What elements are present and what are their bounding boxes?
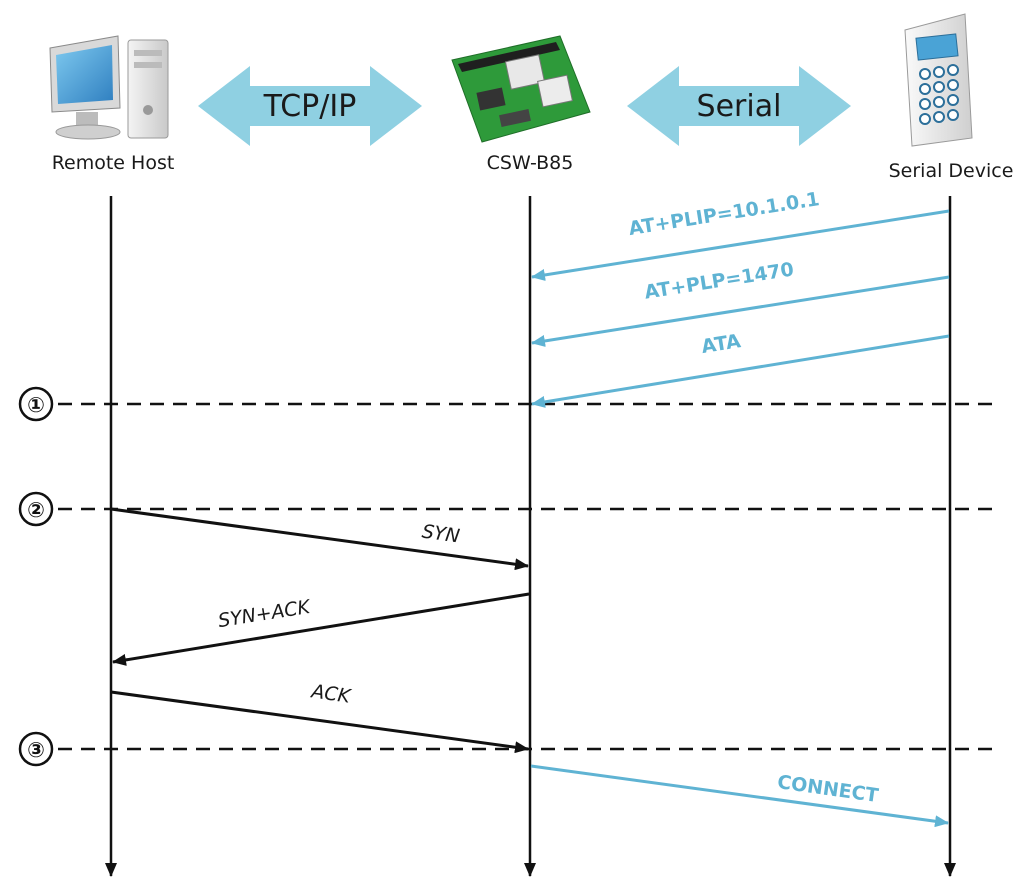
keypad-device-icon <box>904 13 973 147</box>
step-2: ② <box>18 491 1000 527</box>
step-2-number: ② <box>27 498 45 522</box>
entity-label-module: CSW-B85 <box>487 152 574 174</box>
protocol-label-tcpip: TCP/IP <box>263 89 357 124</box>
step-3-number: ③ <box>27 738 45 762</box>
step-1-number: ① <box>27 393 45 417</box>
protocol-label-serial: Serial <box>697 89 782 124</box>
serial-double-arrow: Serial <box>627 66 851 146</box>
tcpip-double-arrow: TCP/IP <box>198 66 422 146</box>
message-label: AT+PLIP=10.1.0.1 <box>627 188 821 240</box>
message-label: SYN <box>421 521 462 548</box>
message-label: SYN+ACK <box>217 596 313 632</box>
message-at-plip: AT+PLIP=10.1.0.1 <box>531 188 950 281</box>
message-ata: ATA <box>531 330 950 408</box>
entity-label-serial-device: Serial Device <box>889 160 1014 182</box>
message-syn: SYN <box>110 507 529 571</box>
message-label: ACK <box>308 680 353 708</box>
step-3: ③ <box>18 731 1000 767</box>
message-syn-ack: SYN+ACK <box>112 592 530 666</box>
message-at-plp: AT+PLP=1470 <box>531 258 950 347</box>
step-1: ① <box>18 386 1000 422</box>
desktop-computer-icon <box>49 35 169 140</box>
circuit-board-icon <box>451 35 591 143</box>
message-label: ATA <box>700 330 743 358</box>
message-connect: CONNECT <box>530 764 949 828</box>
entity-label-remote-host: Remote Host <box>52 152 175 174</box>
message-ack: ACK <box>110 680 529 754</box>
message-label: AT+PLP=1470 <box>643 258 795 303</box>
